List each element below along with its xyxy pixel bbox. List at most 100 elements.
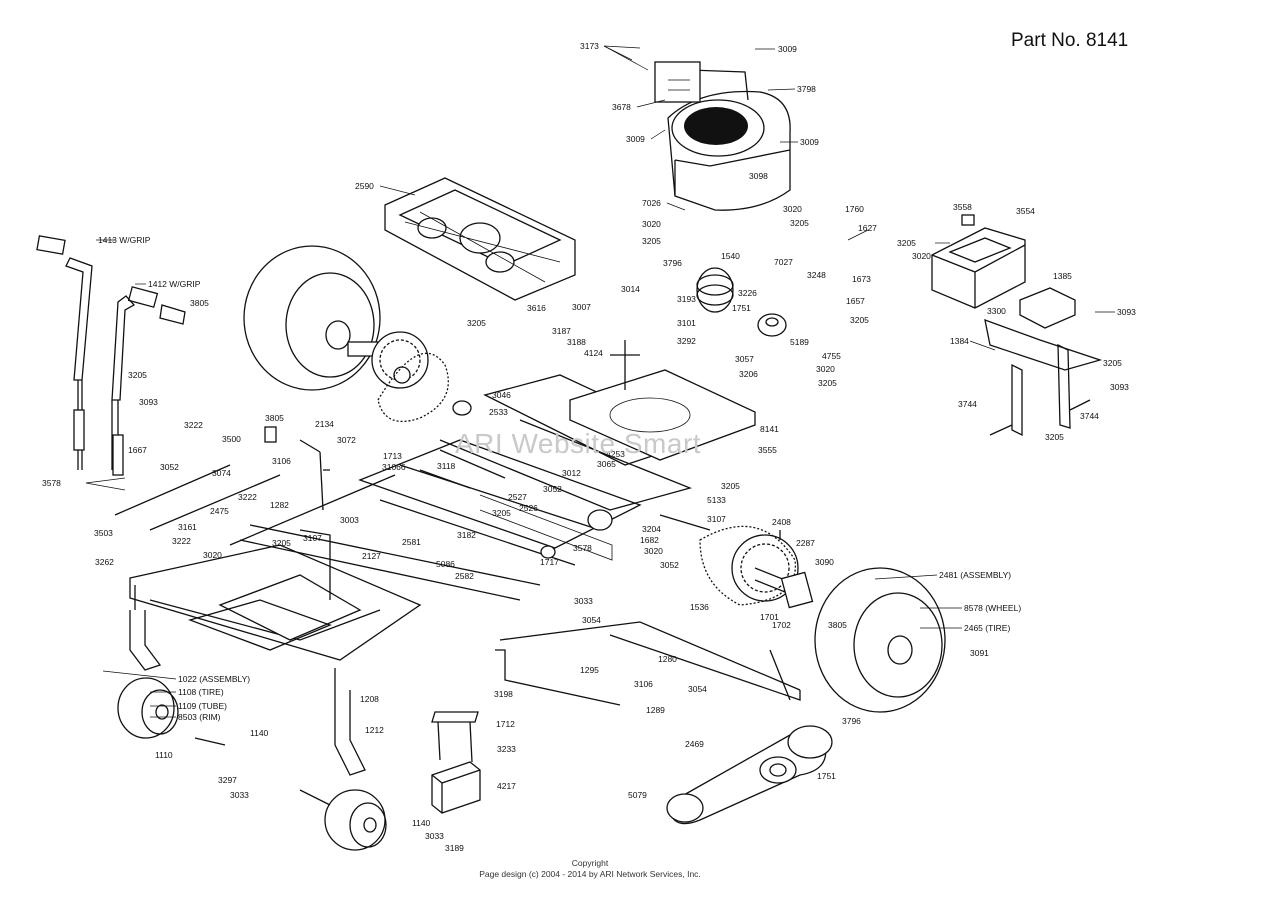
callout-label: 3020 — [203, 550, 222, 560]
callout-label: 5079 — [628, 790, 647, 800]
callout-label: 1657 — [846, 296, 865, 306]
callout-label: 3098 — [749, 171, 768, 181]
callout-label: 3805 — [190, 298, 209, 308]
callout-label: 3003 — [340, 515, 359, 525]
left-sprocket-chain — [371, 331, 472, 423]
callout-label: 3014 — [621, 284, 640, 294]
callout-label: 3248 — [807, 270, 826, 280]
callout-leaders — [85, 45, 1115, 718]
callout-labels: 3173 3009 3798 3678 3009 3009 2590 3098 … — [42, 41, 1136, 853]
callout-label: 1109 (TUBE) — [178, 701, 227, 711]
callout-label: 7027 — [774, 257, 793, 267]
copyright-footer: Copyright Page design (c) 2004 - 2014 by… — [0, 858, 1180, 880]
callout-label: 1108 (TIRE) — [178, 687, 224, 697]
callout-label: 2408 — [772, 517, 791, 527]
callout-label: 3205 — [492, 508, 511, 518]
callout-label: 3020 — [783, 204, 802, 214]
callout-label: 1384 — [950, 336, 969, 346]
callout-label: 5133 — [707, 495, 726, 505]
right-rear-wheel — [814, 567, 946, 713]
callout-label: 3090 — [815, 557, 834, 567]
callout-label: 3091 — [970, 648, 989, 658]
callout-label: 3009 — [800, 137, 819, 147]
callout-label: 4124 — [584, 348, 603, 358]
callout-label: 3033 — [574, 596, 593, 606]
callout-label: 3101 — [677, 318, 696, 328]
pulleys — [696, 267, 787, 337]
callout-label: 4217 — [497, 781, 516, 791]
callout-label: 1022 (ASSEMBLY) — [178, 674, 250, 684]
callout-label: 3054 — [582, 615, 601, 625]
callout-label: 1673 — [852, 274, 871, 284]
callout-label: 8503 (RIM) — [178, 712, 221, 722]
callout-label: 3182 — [457, 530, 476, 540]
callout-label: 3297 — [218, 775, 237, 785]
callout-label: 1385 — [1053, 271, 1072, 281]
callout-label: 3189 — [445, 843, 464, 853]
fuel-tank — [931, 214, 1026, 309]
callout-label: 1751 — [817, 771, 836, 781]
callout-label: 1667 — [128, 445, 147, 455]
callout-label: 3205 — [850, 315, 869, 325]
callout-label: 1140 — [250, 728, 269, 738]
callout-label: 3020 — [642, 219, 661, 229]
callout-label: 8141 — [760, 424, 779, 434]
callout-label: 1280 — [658, 654, 677, 664]
front-wheel-right — [299, 690, 387, 851]
page-design-credit: Page design (c) 2004 - 2014 by ARI Netwo… — [479, 869, 701, 879]
callout-label: 3065 — [597, 459, 616, 469]
callout-label: 3205 — [1103, 358, 1122, 368]
callout-label: 3052 — [160, 462, 179, 472]
callout-label: 1295 — [580, 665, 599, 675]
callout-label: 3054 — [688, 684, 707, 694]
copyright-line: Copyright — [571, 858, 609, 868]
callout-label: 3678 — [612, 102, 631, 112]
callout-label: 3206 — [739, 369, 758, 379]
callout-label: 2475 — [210, 506, 229, 516]
callout-label: 3222 — [172, 536, 191, 546]
callout-label: 3057 — [735, 354, 754, 364]
callout-label: 2581 — [402, 537, 421, 547]
callout-label: 3107 — [707, 514, 726, 524]
control-rods — [114, 426, 396, 600]
callout-label: 3173 — [580, 41, 599, 51]
callout-label: 3233 — [497, 744, 516, 754]
callout-label: 3205 — [642, 236, 661, 246]
callout-label: 3107 — [303, 533, 322, 543]
callout-label: 3578 — [42, 478, 61, 488]
callout-label: 3558 — [953, 202, 972, 212]
callout-label: 3033 — [230, 790, 249, 800]
callout-label: 1412 W/GRIP — [148, 279, 201, 289]
callout-label: 3093 — [139, 397, 158, 407]
callout-label: 1413 W/GRIP — [98, 235, 151, 245]
callout-label: 1701 — [760, 612, 779, 622]
callout-label: 3020 — [644, 546, 663, 556]
callout-label: 1627 — [858, 223, 877, 233]
callout-label: 3106 — [272, 456, 291, 466]
callout-label: 1289 — [646, 705, 665, 715]
callout-label: 7026 — [642, 198, 661, 208]
callout-label: 1540 — [721, 251, 740, 261]
callout-label: 4755 — [822, 351, 841, 361]
callout-label: 2465 (TIRE) — [964, 623, 1010, 633]
callout-label: 3193 — [677, 294, 696, 304]
callout-label: 3805 — [828, 620, 847, 630]
callout-label: 3205 — [721, 481, 740, 491]
callout-label: 3188 — [567, 337, 586, 347]
callout-label: 3616 — [527, 303, 546, 313]
callout-label: 3198 — [494, 689, 513, 699]
deck-belt — [666, 725, 833, 825]
tank-brackets — [984, 287, 1103, 437]
callout-label: 5086 — [436, 559, 455, 569]
callout-label: 1712 — [496, 719, 515, 729]
callout-label: 2469 — [685, 739, 704, 749]
callout-label: 1717 — [540, 557, 559, 567]
callout-label: 1212 — [365, 725, 384, 735]
callout-label: 1702 — [772, 620, 791, 630]
callout-label: 31066 — [382, 462, 406, 472]
callout-label: 1751 — [732, 303, 751, 313]
callout-label: 3226 — [738, 288, 757, 298]
callout-label: 3187 — [552, 326, 571, 336]
callout-label: 1208 — [360, 694, 379, 704]
